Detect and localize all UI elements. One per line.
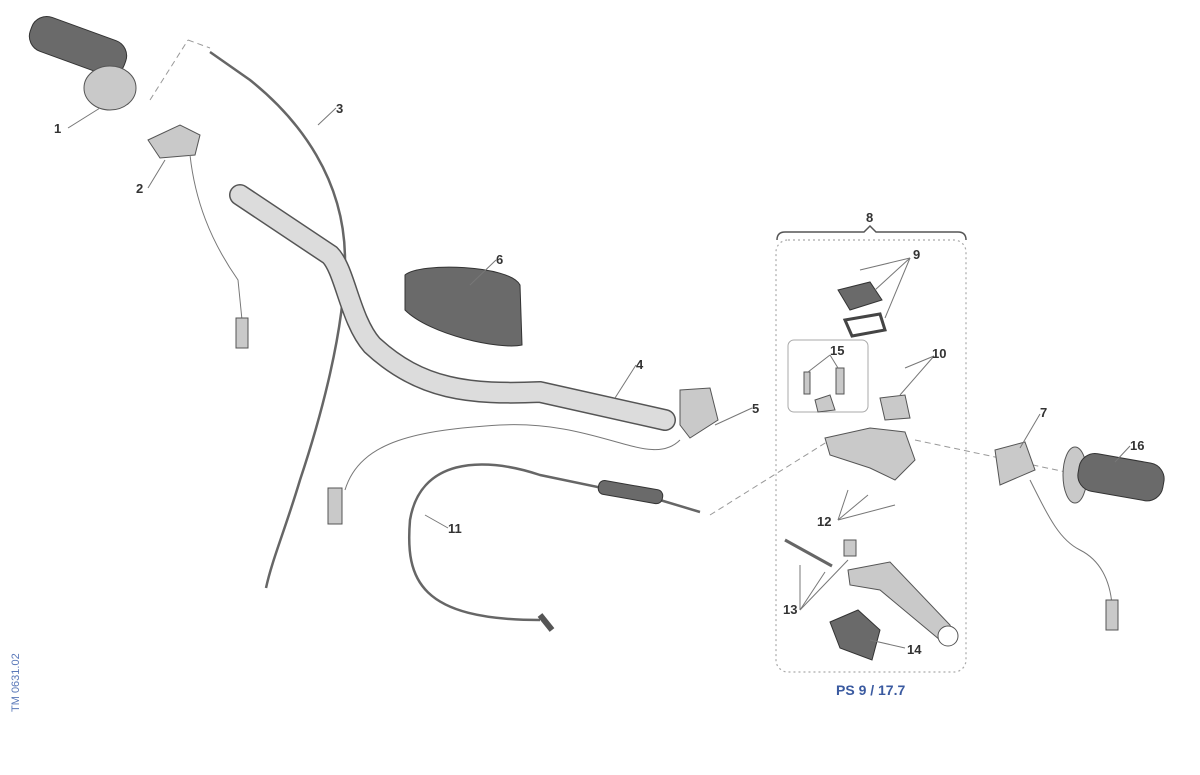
right-switch-housing	[994, 441, 1036, 486]
callout-8: 8	[866, 210, 874, 225]
callout-4: 4	[636, 357, 644, 372]
throttle-cable	[209, 50, 347, 589]
callout-16: 16	[1130, 438, 1145, 453]
callout-11: 11	[448, 521, 462, 536]
drawing-code: TM 0631.02	[10, 653, 22, 712]
callout-7: 7	[1040, 405, 1048, 420]
reference-code: PS 9 / 17.7	[836, 682, 906, 698]
left-switch	[147, 124, 201, 159]
callout-12: 12	[817, 514, 832, 529]
callout-9: 9	[913, 247, 921, 262]
callout-14: 14	[907, 642, 922, 657]
right-switch	[679, 387, 719, 439]
throttle-grip	[28, 15, 137, 111]
handlebar-pad	[404, 266, 523, 347]
master-cylinder	[824, 427, 916, 481]
callout-13: 13	[783, 602, 798, 617]
clutch-cable	[408, 463, 701, 622]
callout-10: 10	[932, 346, 947, 361]
callout-6: 6	[496, 252, 504, 267]
callout-15: 15	[830, 343, 845, 358]
callout-2: 2	[136, 181, 144, 196]
callout-5: 5	[752, 401, 760, 416]
callout-1: 1	[54, 121, 62, 136]
left-grip	[1077, 453, 1165, 502]
lever-cover	[829, 609, 881, 661]
callout-3: 3	[336, 101, 344, 116]
